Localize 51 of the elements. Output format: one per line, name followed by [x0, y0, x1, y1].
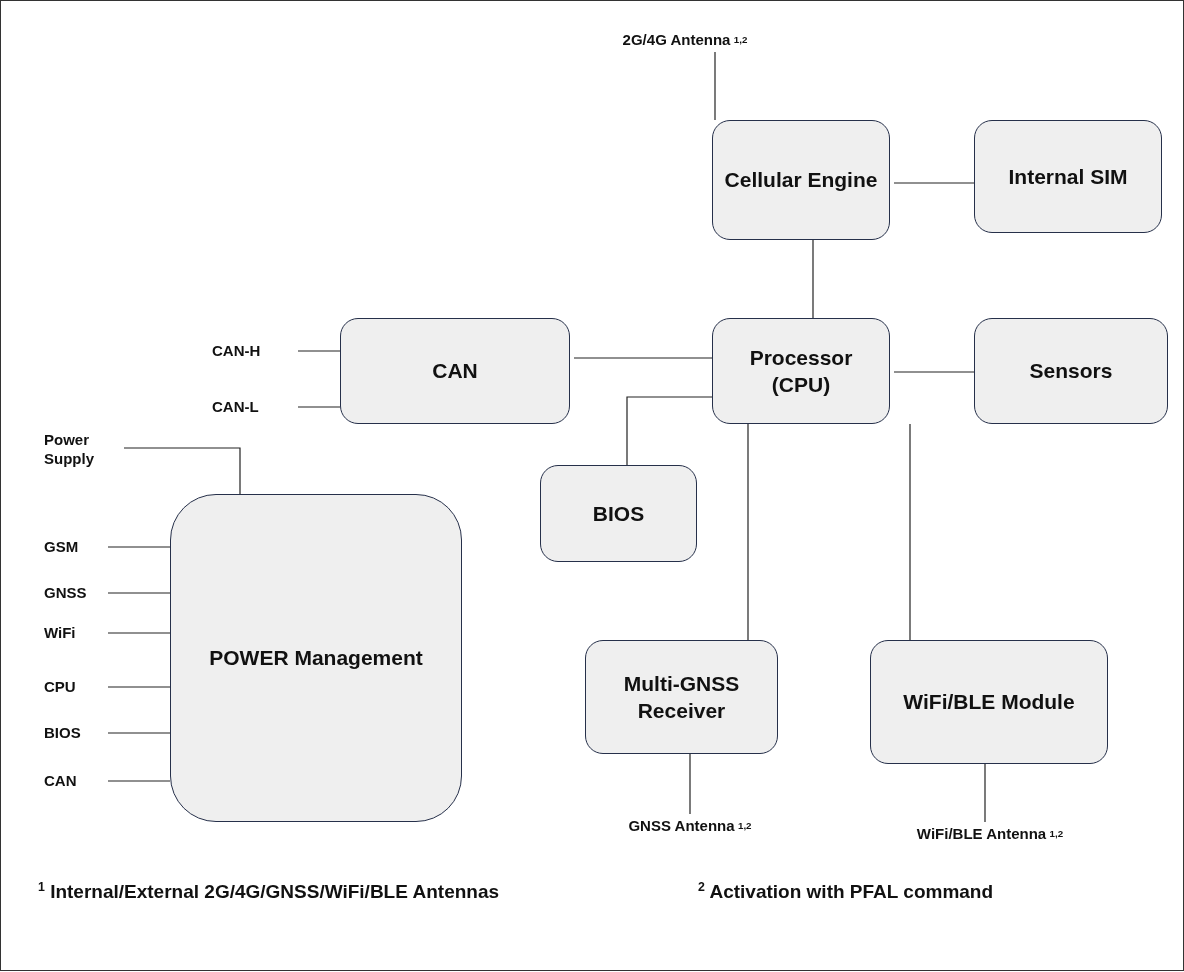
block-label: CAN	[432, 358, 478, 385]
block-label: Multi-GNSS Receiver	[622, 670, 741, 724]
block-label: Cellular Engine	[724, 167, 878, 194]
block-label: Sensors	[1029, 358, 1113, 385]
connector-line	[893, 182, 975, 184]
connector-line	[893, 371, 975, 373]
connector-line	[573, 357, 713, 359]
connector-line	[107, 592, 171, 594]
footnote: $^{2}$ Activation with PFAL command	[698, 880, 994, 904]
signal-label: GNSS	[44, 582, 104, 604]
signal-label: GNSS Antenna $^{1,2}$	[590, 814, 790, 838]
connector-line	[107, 546, 171, 548]
connector-line	[297, 350, 341, 352]
signal-label: CAN-H	[212, 340, 294, 362]
block-box	[712, 120, 890, 240]
signal-label: BIOS	[44, 722, 104, 744]
block-box	[870, 640, 1108, 764]
footnote: $^{1}$ Internal/External 2G/4G/GNSS/WiFi/BLE Antennas	[38, 880, 500, 904]
signal-label: CAN	[44, 770, 104, 792]
signal-label: CPU	[44, 676, 104, 698]
block-box	[974, 318, 1168, 424]
signal-label: 2G/4G Antenna $^{1,2}$	[615, 28, 755, 52]
connector-line	[297, 406, 341, 408]
connector-line	[107, 686, 171, 688]
connector-line	[909, 423, 911, 641]
signal-label: WiFi/BLE Antenna $^{1,2}$	[885, 822, 1095, 846]
signal-label: Power Supply	[44, 424, 124, 474]
connector-line	[123, 447, 241, 495]
block-box	[340, 318, 570, 424]
block-label: WiFi/BLE Module	[903, 689, 1075, 716]
connector-line	[714, 51, 716, 121]
block-box	[540, 465, 697, 562]
connector-line	[689, 753, 691, 815]
signal-label: WiFi	[44, 622, 104, 644]
connector-line	[107, 632, 171, 634]
block-box	[974, 120, 1162, 233]
block-label: BIOS	[592, 500, 645, 527]
signal-label: GSM	[44, 536, 104, 558]
block-label: Internal SIM	[1008, 163, 1128, 190]
connector-line	[626, 396, 713, 466]
block-box	[712, 318, 890, 424]
connector-line	[107, 732, 171, 734]
block-box	[170, 494, 462, 822]
signal-label: CAN-L	[212, 396, 294, 418]
connector-line	[812, 239, 814, 319]
block-label: Processor (CPU)	[748, 344, 854, 398]
connector-line	[747, 423, 749, 641]
connector-line	[984, 763, 986, 823]
connector-line	[107, 780, 171, 782]
block-box	[585, 640, 778, 754]
block-label: POWER Management	[209, 645, 423, 672]
